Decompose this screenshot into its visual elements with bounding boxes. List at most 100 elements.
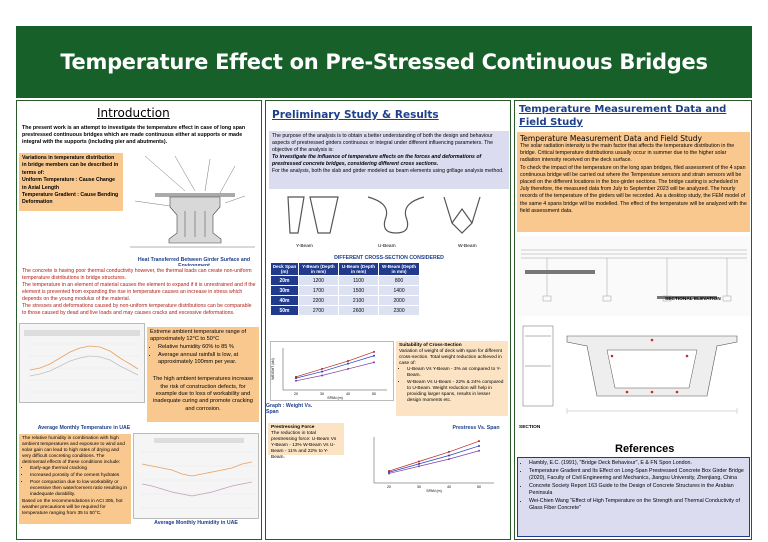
weight-caption: Graph : Weight Vs. Span <box>266 403 313 415</box>
temp-chart-caption: Average Monthly Temperature in UAE <box>37 425 131 431</box>
chart-axis <box>373 437 494 484</box>
humidity-bullet: Early-age thermal cracking <box>30 466 128 472</box>
suit-bullet: W-Beam Vs U-Beam - 22% & 24% compared to… <box>407 380 505 404</box>
data-point <box>321 374 323 377</box>
para-3: The stresses and deformations caused by … <box>22 303 252 316</box>
table-cell: 50m <box>270 305 299 316</box>
data-point <box>321 370 323 373</box>
data-point <box>418 462 420 465</box>
heat-transfer-diagram <box>130 155 255 248</box>
prelim-p3: For the analysis, both the slab and gird… <box>272 168 504 174</box>
humidity-bullet: Increased porosity of the cement hydrate… <box>30 473 128 479</box>
table-header: W-Beam (Depth in mm) <box>378 262 420 276</box>
reference-item: Concrete Society Report 163 Guide to the… <box>529 483 746 497</box>
references-heading: References <box>615 443 675 455</box>
measurement-box: Temperature Measurement Data and Field S… <box>517 132 750 232</box>
x-tick-label: 40 <box>346 392 350 396</box>
title-banner: Temperature Effect on Pre-Stressed Conti… <box>16 26 752 98</box>
variation-gradient: Temperature Gradient : Cause Bending Def… <box>22 192 119 206</box>
suitability-box: Suitability of Cross-Section Variation o… <box>396 341 508 416</box>
data-point <box>321 367 323 370</box>
y-beam-label: Y-Beam <box>296 244 313 249</box>
humidity-item: Relative humidity 60% to 85 % <box>158 344 256 351</box>
high-temp-text: The high ambient temperatures increase t… <box>152 376 254 412</box>
table-title: DIFFERENT CROSS-SECTION CONSIDERED <box>334 255 444 261</box>
section-label: SECTION <box>519 425 541 430</box>
data-point <box>388 472 390 475</box>
table-cell: 1500 <box>337 285 380 296</box>
prelim-p1: The purpose of the analysis is to obtain… <box>272 133 493 153</box>
prelim-p2: To investigate the influence of temperat… <box>272 154 482 167</box>
references-box: Hambly, E.C. (1991), "Bridge Deck Behavi… <box>517 457 750 537</box>
data-point <box>448 450 450 453</box>
table-cell: 1200 <box>297 275 339 286</box>
aci-text: Based on the recommendations in ACI 305,… <box>22 499 123 516</box>
series-line <box>388 445 480 473</box>
table-cell: 1400 <box>378 285 420 296</box>
data-point <box>373 350 375 353</box>
table-cell: 30m <box>270 285 299 296</box>
intro-lead: The present work is an attempt to invest… <box>19 123 259 148</box>
data-point <box>478 444 480 447</box>
table-cell: 2200 <box>297 295 339 306</box>
x-axis-label: SPAN (m) <box>327 396 343 400</box>
table-header: U-Beam (Depth in mm) <box>337 262 380 276</box>
series-line <box>388 450 480 474</box>
elevation-label: SECTIONAL ELEVATION <box>665 297 721 302</box>
para-1: The concrete is having poor thermal cond… <box>22 268 252 281</box>
prestress-span-title: Prestress Vs. Span <box>452 425 500 431</box>
humidity-bullet: Poor compaction due to low workability o… <box>30 480 128 498</box>
table-cell: 2600 <box>337 305 380 316</box>
measure-p2: To check the impact of the temperature o… <box>520 164 747 214</box>
data-point <box>448 454 450 457</box>
x-tick-label: 50 <box>372 392 376 396</box>
x-tick-label: 20 <box>294 392 298 396</box>
data-point <box>347 367 349 370</box>
table-cell: 2300 <box>378 305 420 316</box>
series-line <box>295 351 375 378</box>
beam-sections <box>287 196 481 234</box>
table-cell: 2000 <box>378 295 420 306</box>
prelim-column: Preliminary Study & Results The purpose … <box>265 100 511 540</box>
humidity-chart <box>133 433 259 519</box>
x-tick-label: 30 <box>417 485 421 489</box>
table-cell: 40m <box>270 295 299 306</box>
x-axis-label: SPAN (m) <box>426 489 442 493</box>
x-tick-label: 40 <box>447 485 451 489</box>
series-line <box>388 440 480 472</box>
ambient-text: Extreme ambient temperature range of app… <box>150 329 247 343</box>
series-line <box>295 355 375 379</box>
hum-chart-caption: Average Monthly Humidity in UAE <box>154 520 238 526</box>
data-point <box>478 440 480 443</box>
table-cell: 20m <box>270 275 299 286</box>
temperature-chart <box>19 323 145 403</box>
rainfall-item: Average annual rainfall is low, at appro… <box>158 352 256 367</box>
u-beam-label: U-Beam <box>378 244 396 249</box>
table-cell: 1100 <box>337 275 380 286</box>
prestress-force-box: Prestressing Force The reduction in tota… <box>268 423 344 460</box>
data-point <box>347 362 349 365</box>
measurement-column: Temperature Measurement Data and Field S… <box>514 100 752 540</box>
table-header: Y-Beam (Depth in mm) <box>297 262 339 276</box>
series-line <box>295 362 375 382</box>
introduction-column: Introduction The present work is an atte… <box>16 100 262 540</box>
x-tick-label: 30 <box>320 392 324 396</box>
data-point <box>478 449 480 452</box>
data-point <box>418 465 420 468</box>
measure-p1: The solar radiation intensity is the mai… <box>520 143 735 164</box>
intro-heading: Introduction <box>97 106 170 120</box>
prelim-intro-box: The purpose of the analysis is to obtain… <box>269 131 509 189</box>
poster-title: Temperature Effect on Pre-Stressed Conti… <box>60 50 708 74</box>
bridge-elevation-drawing <box>517 236 751 316</box>
x-tick-label: 50 <box>477 485 481 489</box>
variations-text: Variations in temperature distribution i… <box>22 155 119 176</box>
x-tick-label: 20 <box>387 485 391 489</box>
box-girder-section-drawing <box>517 316 751 426</box>
humidity-box: The relative humidity in combination wit… <box>19 434 131 524</box>
force-title: Prestressing Force <box>271 425 315 430</box>
prelim-heading: Preliminary Study & Results <box>272 109 439 121</box>
variations-box: Variations in temperature distribution i… <box>19 153 123 211</box>
